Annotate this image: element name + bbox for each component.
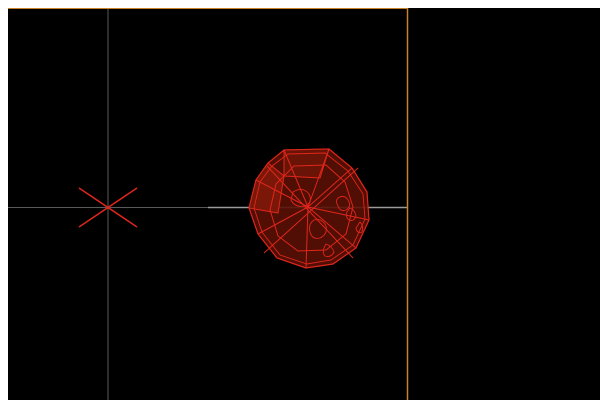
globe-spokes xyxy=(255,148,370,269)
globe-facet-top xyxy=(283,148,330,179)
globe-continent-outlines xyxy=(290,189,364,257)
globe-wireframe-icon[interactable] xyxy=(248,148,370,269)
globe-inner-ring xyxy=(269,164,354,252)
viewport-canvas[interactable] xyxy=(8,8,600,400)
origin-x-marker-icon[interactable] xyxy=(78,187,138,228)
globe-outer-ring xyxy=(253,152,366,265)
3d-viewport[interactable] xyxy=(8,8,600,400)
